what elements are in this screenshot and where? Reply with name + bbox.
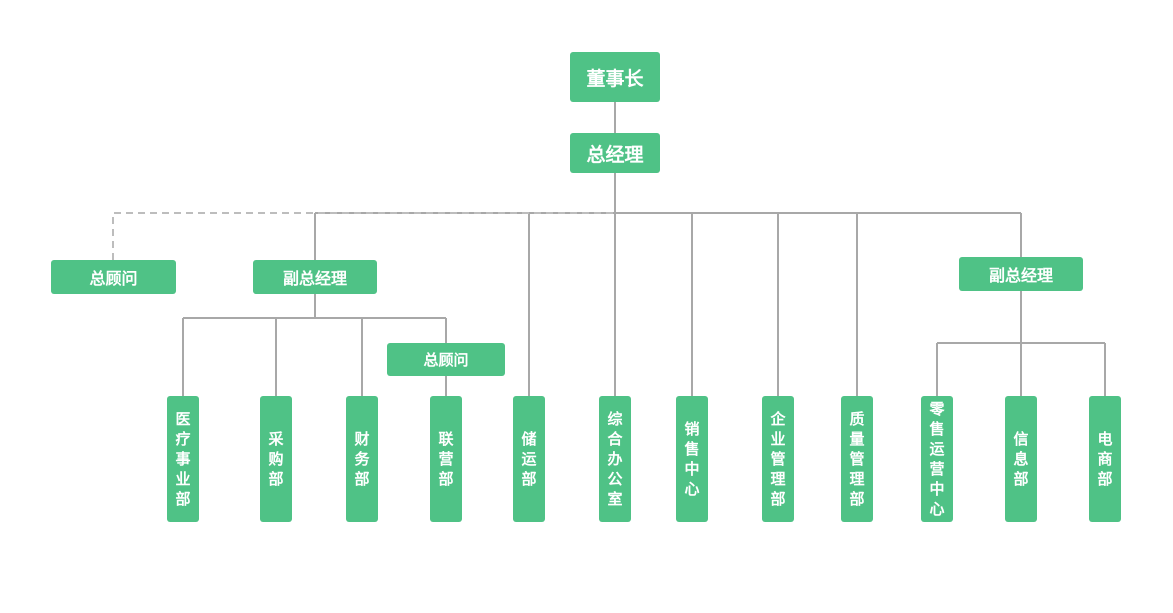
node-dept-finance: 财务部 — [346, 396, 378, 522]
node-dept-information: 信息部 — [1005, 396, 1037, 522]
node-dept-joint-operations: 联营部 — [430, 396, 462, 522]
node-deputy-gm-right: 副总经理 — [959, 257, 1083, 291]
node-dept-retail-operations: 零售运营中心 — [921, 396, 953, 522]
node-dept-sales-center: 销售中心 — [676, 396, 708, 522]
node-dept-storage: 储运部 — [513, 396, 545, 522]
node-dept-quality-management: 质量管理部 — [841, 396, 873, 522]
node-general-advisor-mid: 总顾问 — [387, 343, 505, 376]
node-dept-medical: 医疗事业部 — [167, 396, 199, 522]
connector-advisor-dashed — [112, 212, 615, 260]
node-dept-general-office: 综合办公室 — [599, 396, 631, 522]
node-dept-ecommerce: 电商部 — [1089, 396, 1121, 522]
node-general-advisor-top: 总顾问 — [51, 260, 176, 294]
node-dept-enterprise-management: 企业管理部 — [762, 396, 794, 522]
node-deputy-gm-left: 副总经理 — [253, 260, 377, 294]
node-general-manager: 总经理 — [570, 133, 660, 173]
node-dept-purchasing: 采购部 — [260, 396, 292, 522]
node-chairman: 董事长 — [570, 52, 660, 102]
